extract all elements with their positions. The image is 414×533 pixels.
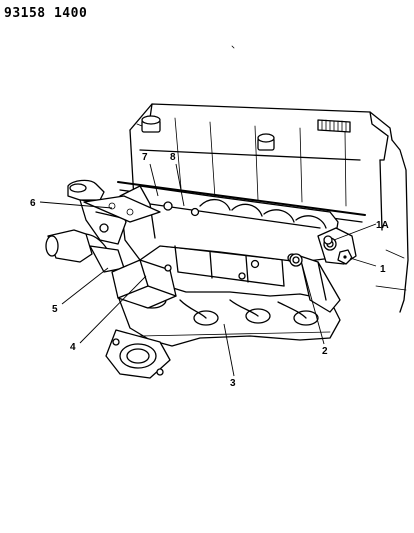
leader-1: [349, 257, 377, 267]
leader-5: [61, 267, 109, 305]
stud-1a: [323, 235, 333, 245]
bolt-detail: [164, 264, 172, 272]
callout-4: 4: [70, 342, 76, 353]
callout-7: 7: [142, 152, 148, 163]
callout-3: 3: [230, 378, 236, 389]
callout-leaders: [39, 163, 377, 377]
callout-8: 8: [170, 152, 176, 163]
callout-1: 1: [380, 264, 386, 275]
spark-plug-boss-center: [257, 133, 275, 151]
oil-filler-cap: [317, 119, 351, 133]
heat-shield: [111, 259, 177, 309]
leader-7: [149, 163, 159, 197]
leader-8: [175, 163, 185, 207]
callout-5: 5: [52, 304, 58, 315]
leader-4: [79, 275, 147, 344]
intake-gasket-plate: [83, 195, 161, 223]
callout-2: 2: [322, 346, 328, 357]
throttle-body-assembly: [45, 179, 127, 273]
speck-mark: [231, 45, 235, 49]
nut-1: [337, 249, 353, 265]
diagram-reference-code: 93158 1400: [4, 6, 88, 21]
spark-plug-boss-left: [136, 115, 161, 133]
callout-1a: 1A: [376, 220, 389, 231]
leader-2: [301, 263, 325, 345]
leader-1a: [333, 223, 377, 241]
callout-6: 6: [30, 198, 36, 209]
gasket-2: [289, 253, 303, 267]
exhaust-manifold: [105, 281, 341, 379]
bolt-detail: [238, 272, 246, 280]
leader-3: [223, 323, 235, 377]
leader-6: [39, 201, 113, 209]
